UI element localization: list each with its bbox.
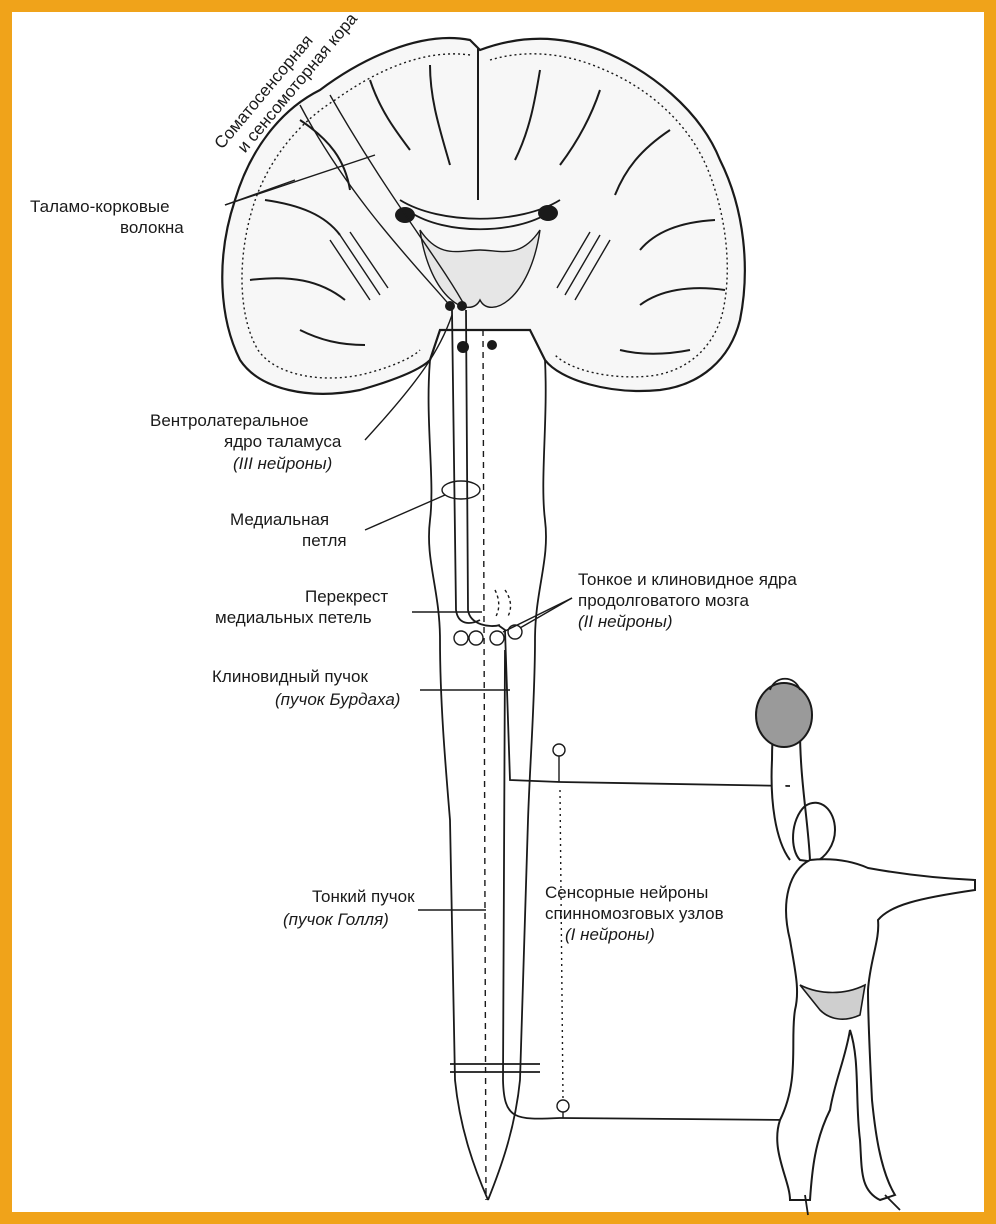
gracile-label-line2: (пучок Голля) [283, 910, 389, 929]
sensory-label-line3: (I нейроны) [565, 925, 655, 944]
ventrolateral-label-line1: Вентролатеральное [150, 411, 309, 430]
cuneate-label-line2: (пучок Бурдаха) [275, 690, 400, 709]
cuneate-label-line1: Клиновидный пучок [212, 667, 368, 686]
decussation-label-line2: медиальных петель [215, 608, 372, 627]
medial-lemniscus-label-line1: Медиальная [230, 510, 329, 529]
ventrolateral-label-line3: (III нейроны) [233, 454, 332, 473]
spinal-cord [429, 310, 790, 1200]
gracile-label-line1: Тонкий пучок [312, 887, 415, 906]
nuclei-label-line1: Тонкое и клиновидное ядра [578, 570, 797, 589]
sensory-label-line2: спинномозговых узлов [545, 904, 724, 923]
decussation-label-line1: Перекрест [305, 587, 388, 606]
ventrolateral-label-line2: ядро таламуса [224, 432, 342, 451]
human-figure [756, 679, 975, 1215]
sensory-label-line1: Сенсорные нейроны [545, 883, 708, 902]
medial-lemniscus-label-line2: петля [302, 531, 347, 550]
thalamocortical-label-line2: волокна [120, 218, 184, 237]
nuclei-label-line2: продолговатого мозга [578, 591, 749, 610]
thalamocortical-label-line1: Таламо-корковые [30, 197, 170, 216]
nuclei-label-line3: (II нейроны) [578, 612, 673, 631]
